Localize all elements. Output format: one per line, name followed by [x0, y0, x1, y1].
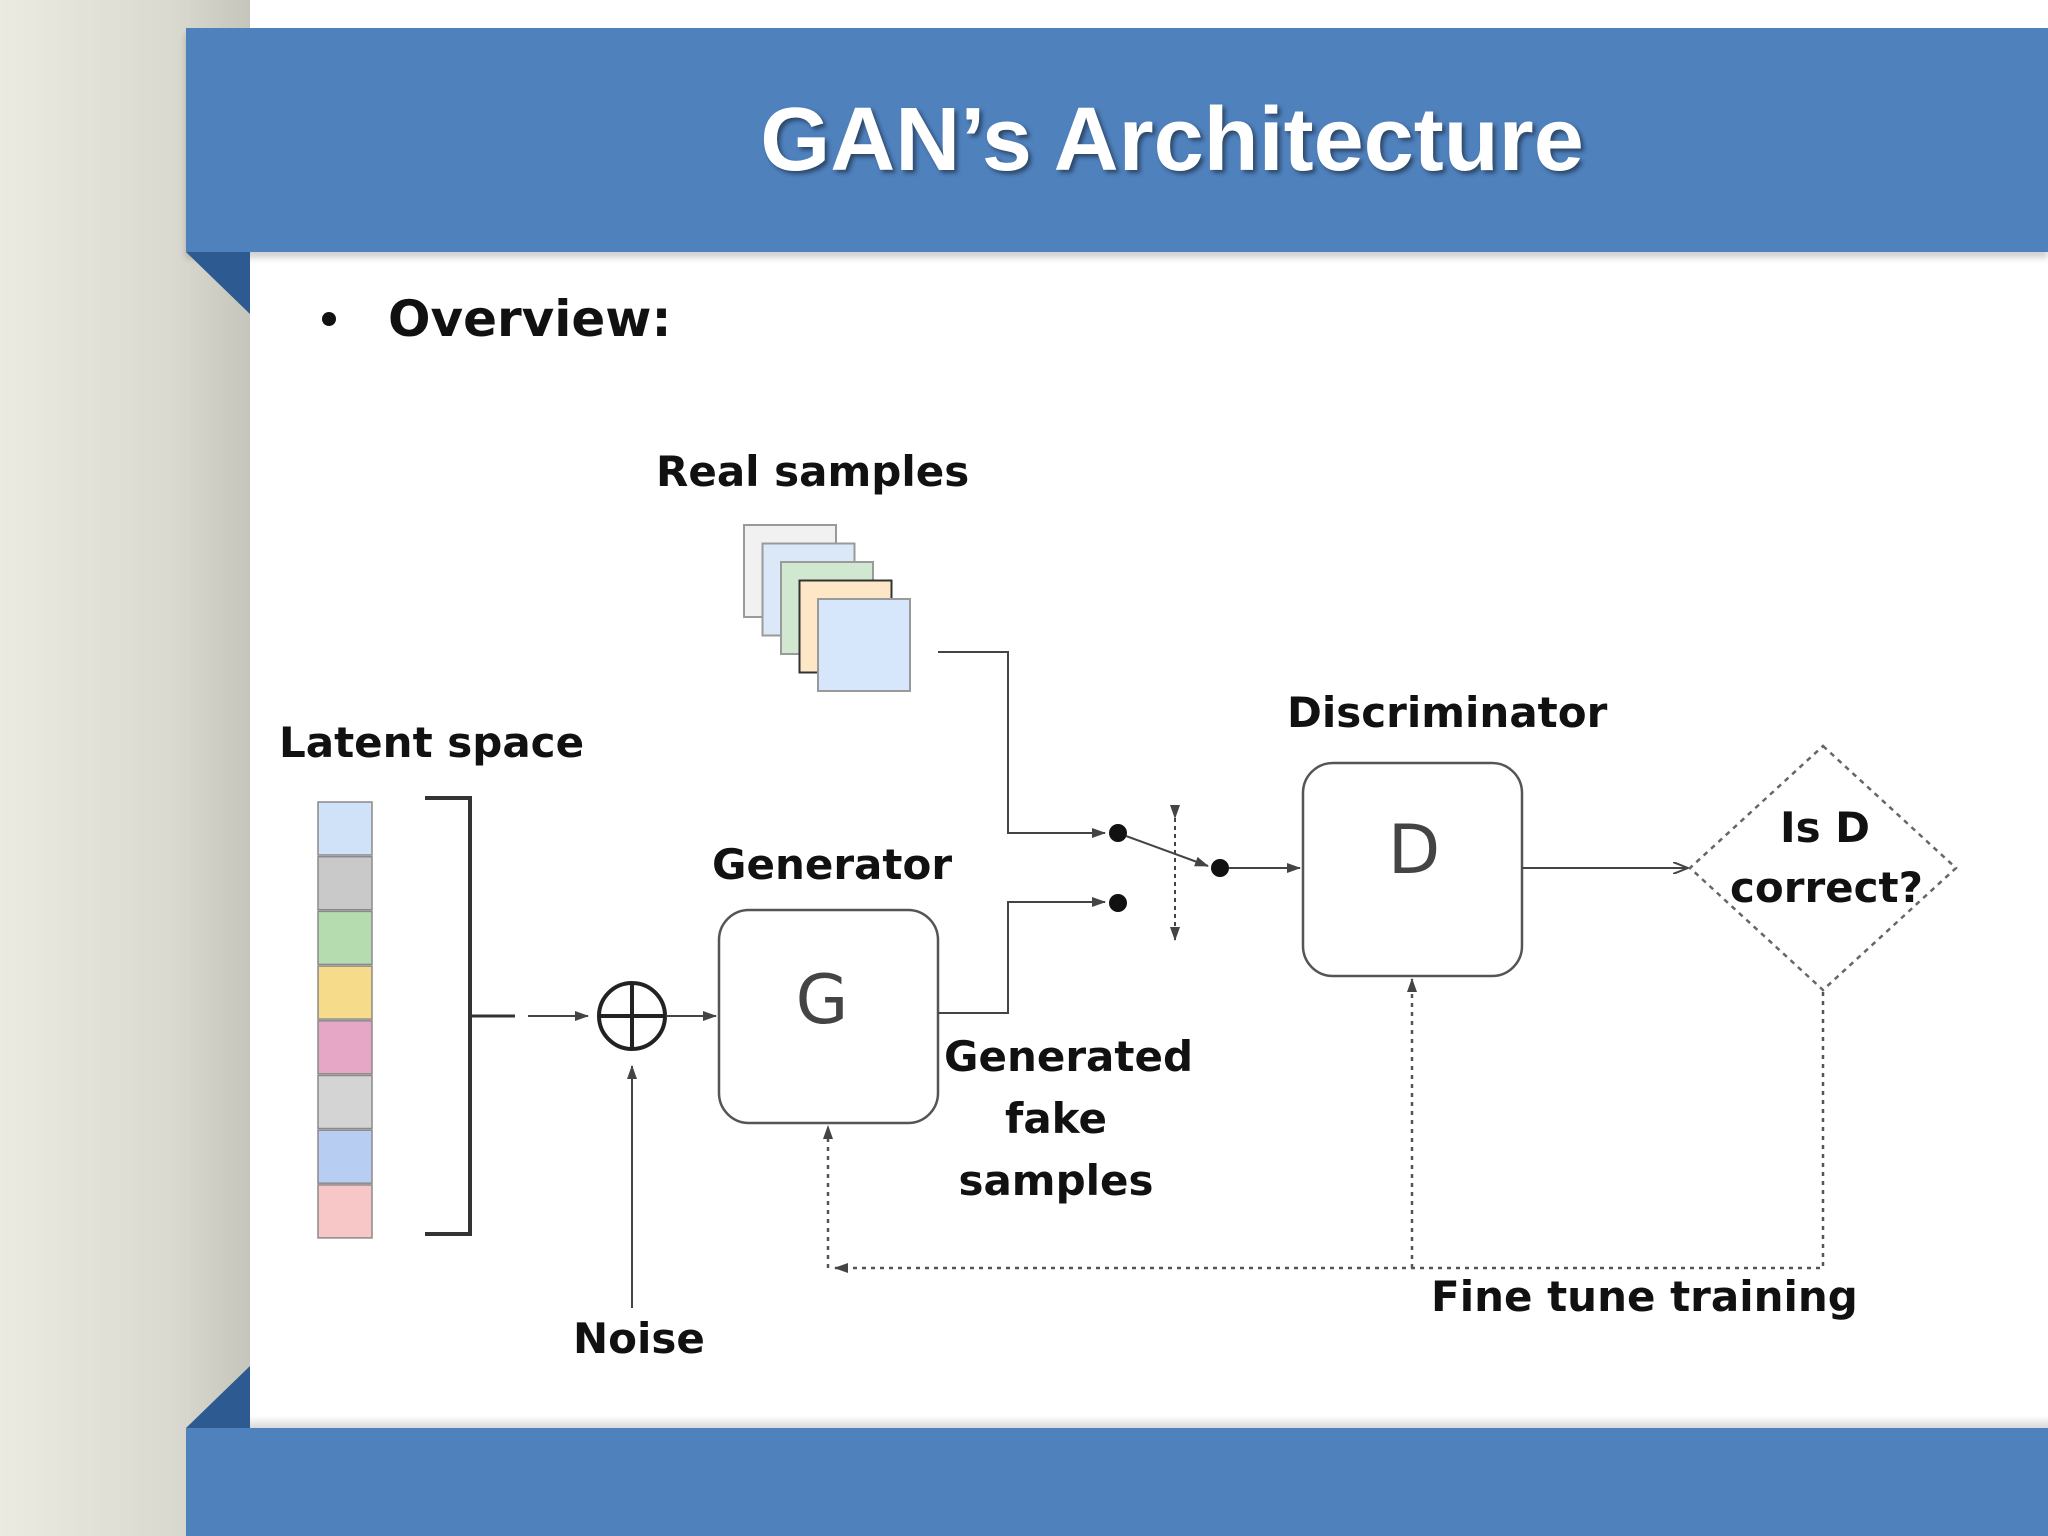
header-fold	[186, 252, 250, 314]
latent-cell	[317, 1184, 373, 1239]
latent-cell	[317, 965, 373, 1020]
latent-cell	[317, 1074, 373, 1130]
discriminator-letter: D	[1388, 811, 1440, 890]
generator-label: Generator	[712, 840, 953, 889]
feedback-path	[834, 992, 1825, 1273]
slide-page	[250, 0, 2048, 1536]
decision-label-line-2: correct?	[1730, 863, 1923, 912]
real-samples-label: Real samples	[656, 447, 970, 496]
discriminator-label: Discriminator	[1287, 688, 1608, 737]
latent-bracket	[425, 796, 472, 1236]
decision-label: Is D correct?	[1730, 798, 1923, 918]
header-band	[186, 28, 2048, 252]
latent-space-label: Latent space	[279, 718, 585, 767]
switch-node-real	[1109, 824, 1127, 842]
latent-cell	[317, 855, 373, 911]
sum-node-icon	[597, 981, 667, 1051]
generated-label-line-3: samples	[958, 1156, 1154, 1205]
overview-bullet: Overview:	[322, 290, 672, 348]
latent-cell	[317, 1020, 373, 1075]
footer-divider	[250, 1416, 2048, 1428]
generator-box	[717, 908, 940, 1125]
switch-node-fake	[1109, 894, 1127, 912]
slide-title: GAN’s Architecture	[760, 89, 1584, 190]
latent-vector	[317, 801, 373, 1239]
decision-label-line-1: Is D	[1779, 803, 1871, 852]
latent-cell	[317, 801, 373, 856]
generator-letter: G	[796, 961, 849, 1040]
real-samples-path	[938, 651, 1106, 838]
bullet-dot-icon	[322, 312, 336, 326]
real-sample-card	[817, 598, 911, 692]
generated-samples-path	[938, 897, 1106, 1014]
overview-label: Overview:	[388, 290, 672, 348]
discriminator-box	[1301, 761, 1524, 978]
generated-label-line-2: fake	[1005, 1094, 1107, 1143]
real-samples-stack	[743, 524, 911, 692]
switch-node-output	[1211, 859, 1229, 877]
fine-tune-training-label: Fine tune training	[1431, 1272, 1858, 1321]
decision-diamond	[1688, 744, 1958, 992]
switch-lever	[1125, 835, 1209, 867]
latent-cell	[317, 1129, 373, 1184]
noise-label: Noise	[573, 1314, 705, 1363]
footer-band	[186, 1428, 2048, 1536]
generated-label-line-1: Generated	[944, 1032, 1194, 1081]
latent-cell	[317, 910, 373, 966]
generated-fake-samples-label: Generated fake samples	[944, 1026, 1194, 1212]
footer-fold	[186, 1366, 250, 1428]
